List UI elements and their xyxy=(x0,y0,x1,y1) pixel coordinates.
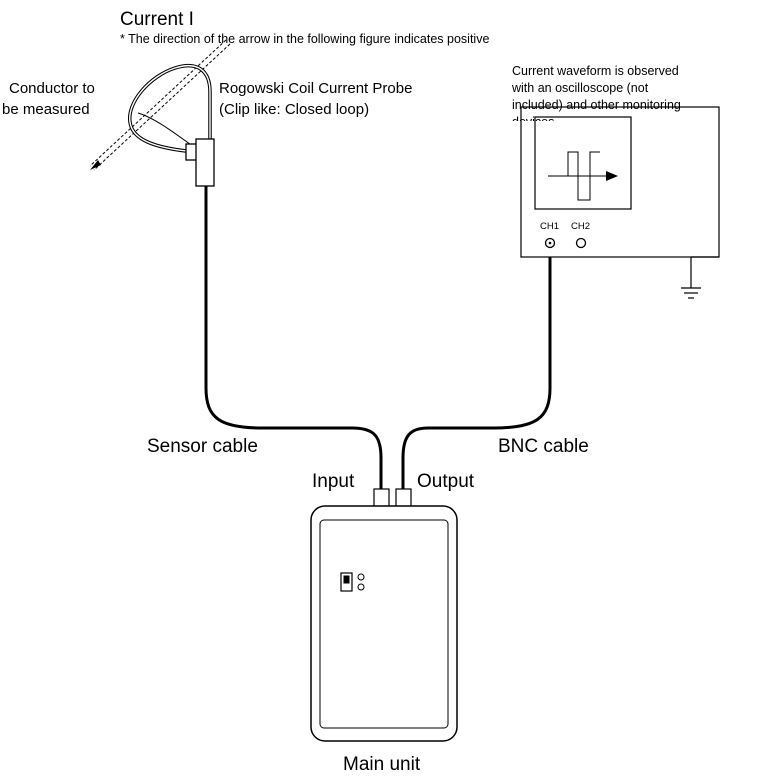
output-connector xyxy=(395,488,412,508)
ch1-label: CH1 xyxy=(540,221,560,232)
oscilloscope-note-line2: with an oscilloscope (not xyxy=(512,81,649,95)
input-label: Input xyxy=(312,471,355,492)
input-connector xyxy=(373,488,390,508)
oscilloscope-note-line4: devices xyxy=(512,115,554,121)
oscilloscope-note-line1: Current waveform is observed xyxy=(512,64,679,78)
time-axis-arrow xyxy=(606,171,618,181)
main-unit-label: Main unit xyxy=(343,754,421,775)
oscilloscope-screen xyxy=(534,116,632,210)
direction-note: * The direction of the arrow in the foll… xyxy=(120,32,490,46)
oscilloscope-note-line3: included) and other monitoring xyxy=(512,98,681,112)
probe-connector xyxy=(185,138,215,187)
indicator-led-icon xyxy=(357,583,365,591)
indicator-led-icon xyxy=(357,573,365,581)
oscilloscope xyxy=(520,106,720,258)
conductor-label-line1: Conductor to xyxy=(9,80,95,97)
probe-label-line1: Rogowski Coil Current Probe xyxy=(219,80,413,97)
current-direction-arrow xyxy=(90,160,101,170)
conductor xyxy=(89,39,231,171)
bnc-cable-label: BNC cable xyxy=(498,436,589,457)
ch2-label: CH2 xyxy=(571,221,591,232)
ground-icon xyxy=(681,256,719,299)
probe-label-line2: (Clip like: Closed loop) xyxy=(219,101,370,118)
bnc-cable-line xyxy=(401,244,552,492)
sensor-cable-line xyxy=(204,186,383,492)
conductor-label-line2: be measured xyxy=(2,101,90,118)
ch2-connector-icon xyxy=(575,237,587,249)
sensor-cable-label: Sensor cable xyxy=(147,436,258,457)
current-title: Current I xyxy=(120,9,194,30)
main-unit-inner xyxy=(319,519,449,729)
main-unit-connectors xyxy=(373,488,412,508)
output-label: Output xyxy=(417,471,475,492)
main-unit xyxy=(310,505,458,742)
